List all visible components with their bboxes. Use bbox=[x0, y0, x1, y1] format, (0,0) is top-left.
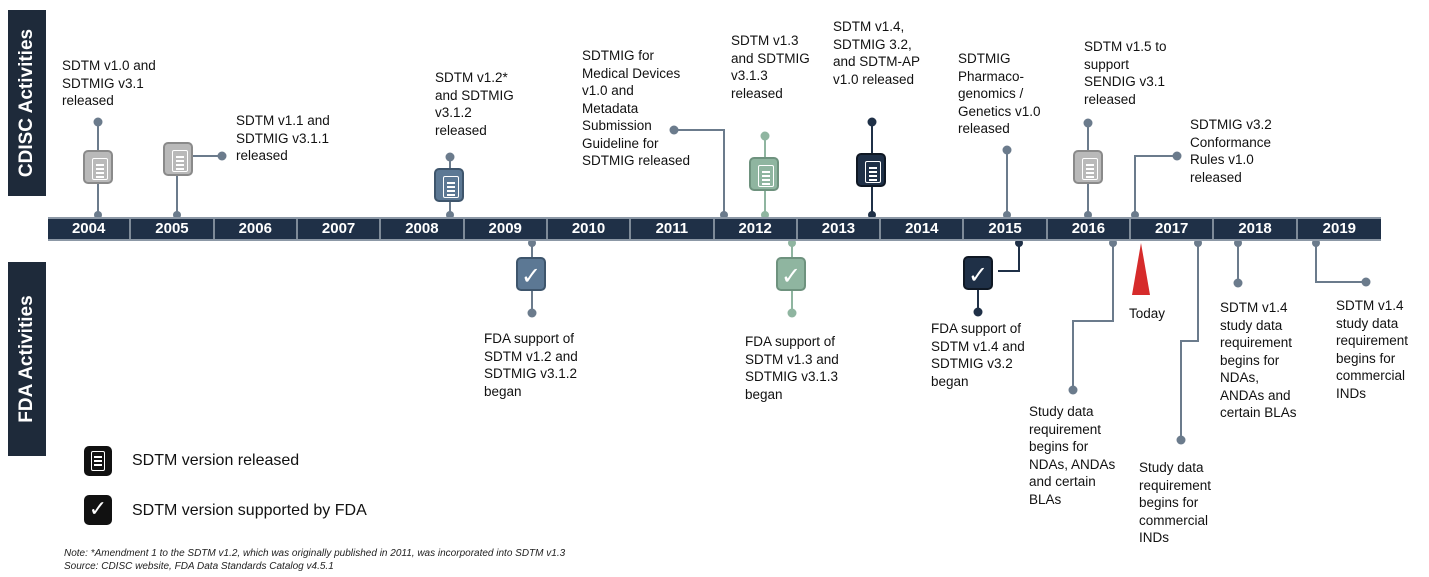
node-2019 bbox=[1361, 277, 1371, 287]
year-label-2008: 2008 bbox=[381, 219, 465, 239]
source-note: Source: CDISC website, FDA Data Standard… bbox=[64, 561, 334, 572]
node-2012 bbox=[760, 131, 770, 141]
year-label-2018: 2018 bbox=[1214, 219, 1298, 239]
document-icon bbox=[856, 153, 886, 187]
year-label-2019: 2019 bbox=[1322, 220, 1357, 237]
year-label-2009: 2009 bbox=[465, 219, 548, 239]
footnote: Note: *Amendment 1 to the SDTM v1.2, whi… bbox=[64, 548, 566, 559]
node-2015c bbox=[973, 307, 983, 317]
node-2005 bbox=[217, 151, 227, 161]
fda-activities-tab: FDA Activities bbox=[8, 262, 46, 456]
checkmark-icon: ✓ bbox=[776, 257, 806, 291]
legend-checkmark-text: SDTM version supported by FDA bbox=[132, 502, 367, 519]
node-2013 bbox=[867, 117, 877, 127]
node-2016b bbox=[1172, 151, 1182, 161]
document-icon bbox=[163, 142, 193, 176]
document-icon bbox=[83, 150, 113, 184]
connector-2019 bbox=[1315, 241, 1366, 283]
connector-2015b bbox=[998, 241, 1020, 272]
year-label-2007: 2007 bbox=[298, 219, 382, 239]
year-label-2006: 2006 bbox=[215, 219, 298, 239]
node-2004 bbox=[93, 117, 103, 127]
document-icon bbox=[434, 168, 464, 202]
node-2015a bbox=[1002, 145, 1012, 155]
year-label-2014: 2014 bbox=[881, 219, 965, 239]
year-label-2012: 2012 bbox=[715, 219, 798, 239]
connector-2011 bbox=[674, 129, 725, 217]
node-2017 bbox=[1176, 435, 1186, 445]
today-marker bbox=[1132, 243, 1150, 295]
document-icon bbox=[749, 157, 779, 191]
connector-2017 bbox=[1180, 241, 1199, 440]
legend-checkmark-icon: ✓ bbox=[84, 495, 112, 525]
node-2012b bbox=[787, 308, 797, 318]
node-2016c bbox=[1068, 385, 1078, 395]
year-label-2011: 2011 bbox=[631, 219, 715, 239]
today-label: Today bbox=[1129, 306, 1166, 321]
node-2009 bbox=[527, 308, 537, 318]
year-label-2004: 2004 bbox=[48, 219, 132, 239]
legend-document-icon bbox=[84, 446, 112, 476]
connector-2016b bbox=[1134, 155, 1177, 217]
year-label-2010: 2010 bbox=[548, 219, 632, 239]
document-icon bbox=[1073, 150, 1103, 184]
node-2008 bbox=[445, 152, 455, 162]
cdisc-activities-tab: CDISC Activities bbox=[8, 10, 46, 196]
year-label-2017: 2017 bbox=[1131, 219, 1215, 239]
legend-document-text: SDTM version released bbox=[132, 452, 300, 469]
connector-2016c bbox=[1072, 241, 1114, 390]
year-label-2013: 2013 bbox=[798, 219, 882, 239]
checkmark-icon: ✓ bbox=[516, 257, 546, 291]
checkmark-icon: ✓ bbox=[963, 256, 993, 290]
node-2018 bbox=[1233, 278, 1243, 288]
year-label-2015: 2015 bbox=[964, 219, 1048, 239]
node-2016a bbox=[1083, 118, 1093, 128]
year-label-2016: 2016 bbox=[1048, 219, 1132, 239]
node-2011 bbox=[669, 125, 679, 135]
year-label-2005: 2005 bbox=[131, 219, 215, 239]
